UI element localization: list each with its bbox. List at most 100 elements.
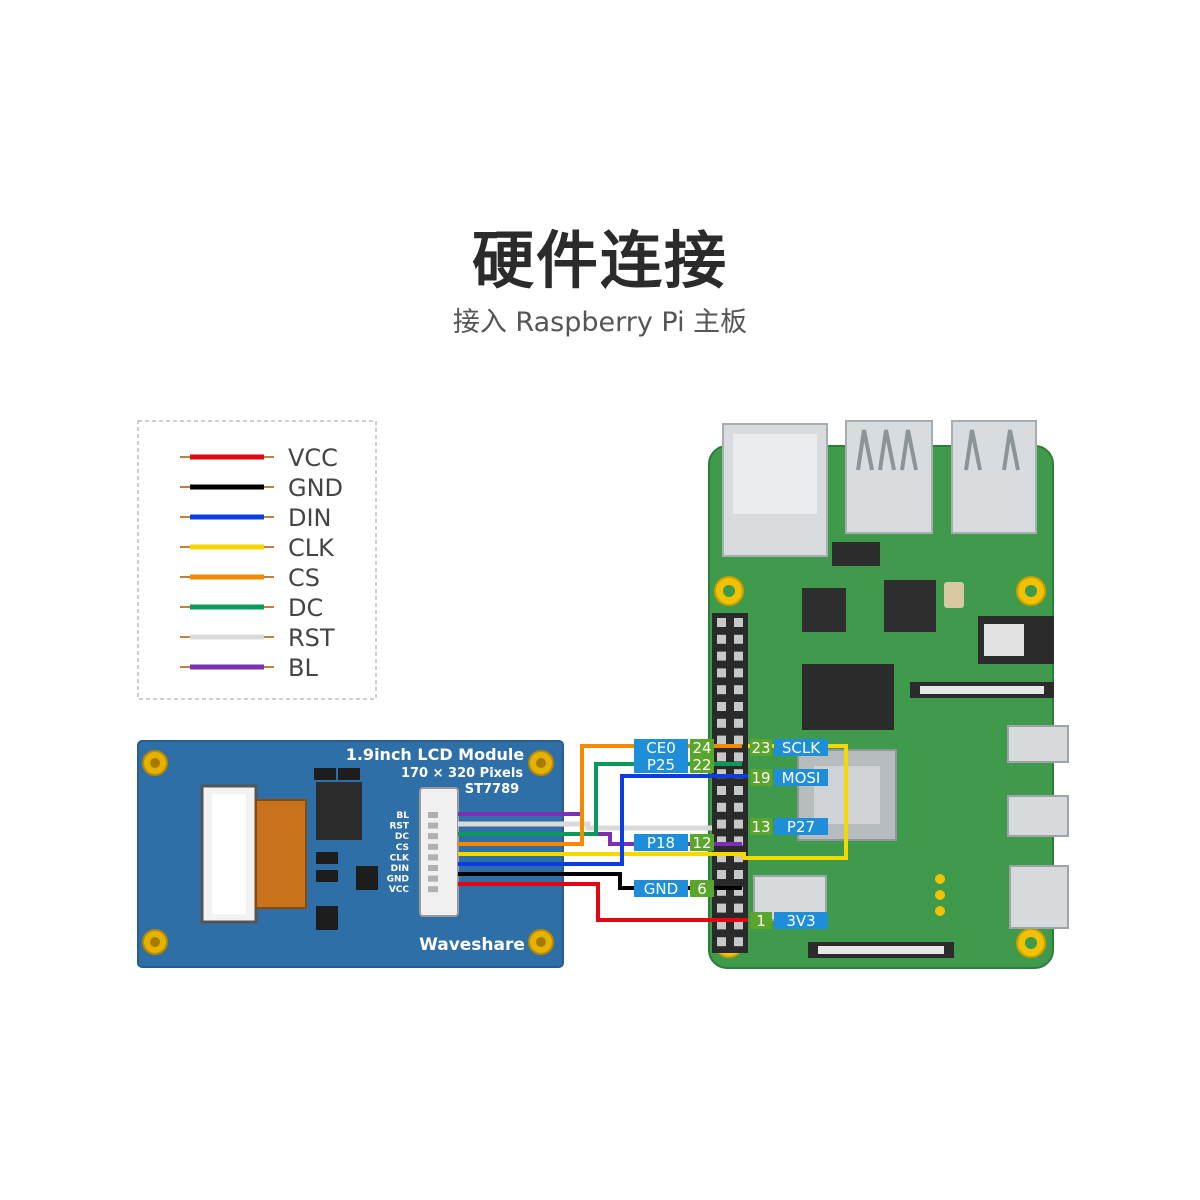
gpio-pin: [717, 886, 726, 896]
pin-label-sclk-bg: [774, 739, 828, 756]
lcd-module-brand: Waveshare: [419, 935, 525, 955]
crystal: [944, 582, 964, 608]
lcd-pin-label: CLK: [390, 853, 410, 863]
gpio-pin: [734, 634, 743, 644]
legend-item-cs: CS: [180, 564, 320, 592]
gpio-pin: [717, 937, 726, 947]
pin-num-19: 19: [751, 769, 770, 787]
legend-item-vcc: VCC: [180, 444, 338, 472]
pin-labels: CE0 24 P25 22 P18 12 GND 6 23 SCLK 19 MO…: [634, 739, 828, 930]
pin-label-p25: P25: [647, 756, 675, 774]
lcd-mount-hole-inner: [536, 758, 546, 768]
lcd-connector-pin: [428, 854, 438, 861]
pin-label-ce0: CE0: [646, 739, 676, 757]
lcd-connector-pin: [428, 875, 438, 882]
gpio-pin: [734, 870, 743, 879]
pin-label-3v3-bg: [774, 912, 828, 929]
gpio-pin: [734, 668, 743, 678]
page-title: 硬件连接: [471, 224, 728, 297]
lcd-pin-label: DIN: [391, 864, 409, 874]
gpio-pin: [717, 702, 726, 711]
gpio-pin: [734, 651, 743, 661]
gpio-pin: [717, 685, 726, 695]
fpc-slot: [212, 794, 246, 914]
gpio-pin: [717, 836, 726, 846]
lcd-module-title: 1.9inch LCD Module: [346, 745, 525, 764]
pin-label-gnd: GND: [644, 880, 678, 898]
gpio-pin: [734, 786, 743, 795]
pin-num-23-bg: [750, 739, 772, 756]
poe-pad: [935, 906, 945, 916]
gpio-pin: [734, 819, 743, 829]
lcd-connector-pin: [428, 822, 438, 829]
ethernet-port-face: [733, 434, 817, 514]
pin-num-1-bg: [750, 912, 772, 929]
lcd-module-driver: ST7789: [465, 782, 519, 797]
gpio-pin: [717, 634, 726, 644]
gpio-pin: [717, 769, 726, 779]
mount-hole-tr-inner: [1025, 585, 1037, 597]
gpio-pin: [717, 718, 726, 728]
pin-label-mosi: MOSI: [782, 769, 821, 787]
gpio-pin: [717, 920, 726, 930]
pin-num-24: 24: [692, 739, 711, 757]
lcd-pin-label: VCC: [389, 885, 410, 895]
gpio-pin: [734, 718, 743, 728]
lcd-pin-connector: [419, 787, 459, 917]
gpio-pin: [717, 819, 726, 829]
fpc-ribbon: [255, 799, 307, 909]
lcd-connector-pin: [428, 843, 438, 850]
pin-num-24-bg: [690, 739, 714, 756]
lcd-pin-label: CS: [396, 843, 409, 853]
legend-item-din: DIN: [180, 504, 332, 532]
mount-hole-tl-inner: [723, 585, 735, 597]
pin-num-22: 22: [692, 756, 711, 774]
pin-num-19-bg: [750, 769, 772, 786]
ram-chip: [802, 664, 894, 730]
lcd-connector-pin: [428, 865, 438, 871]
lcd-mount-hole-inner: [150, 758, 160, 768]
mount-hole-br-inner: [1025, 937, 1037, 949]
smd-component: [316, 870, 338, 882]
small-chip: [832, 542, 880, 566]
pin-label-3v3: 3V3: [786, 912, 815, 930]
usb-c-port: [1009, 865, 1069, 929]
gpio-pin: [734, 702, 743, 711]
gpio-pin: [734, 853, 743, 863]
gpio-pin: [734, 886, 743, 896]
audio-jack-face: [984, 624, 1024, 656]
transistor: [316, 906, 338, 930]
usb-controller-chip: [802, 588, 846, 632]
lcd-mount-hole-inner: [536, 937, 546, 947]
pin-label-gnd-bg: [634, 880, 688, 897]
wire-din: [458, 774, 748, 866]
lcd-pin-label: RST: [389, 822, 409, 832]
page-subtitle: 接入 Raspberry Pi 主板: [452, 307, 748, 338]
legend-label: CLK: [288, 534, 335, 562]
lcd-pin-label: DC: [395, 832, 409, 842]
legend-label: DC: [288, 594, 323, 622]
legend-item-rst: RST: [180, 624, 335, 652]
gpio-pin: [717, 618, 726, 627]
gpio-pin: [717, 802, 726, 812]
legend-label: CS: [288, 564, 320, 592]
gpio-pin: [734, 685, 743, 695]
gpio-pin: [734, 802, 743, 812]
wire-clk: [458, 744, 848, 860]
poe-pad: [935, 874, 945, 884]
gpio-pin: [734, 618, 743, 627]
ethernet-chip: [884, 580, 936, 632]
legend-label: DIN: [288, 504, 332, 532]
legend-item-dc: DC: [180, 594, 323, 622]
gpio-pin: [717, 870, 726, 879]
lcd-pin-label: BL: [396, 811, 409, 821]
smd-component: [314, 768, 336, 780]
pin-num-22-bg: [690, 756, 714, 773]
gpio-pin: [734, 937, 743, 947]
pin-label-p27-bg: [774, 818, 828, 835]
gpio-pin: [717, 786, 726, 795]
gpio-pin: [734, 769, 743, 779]
